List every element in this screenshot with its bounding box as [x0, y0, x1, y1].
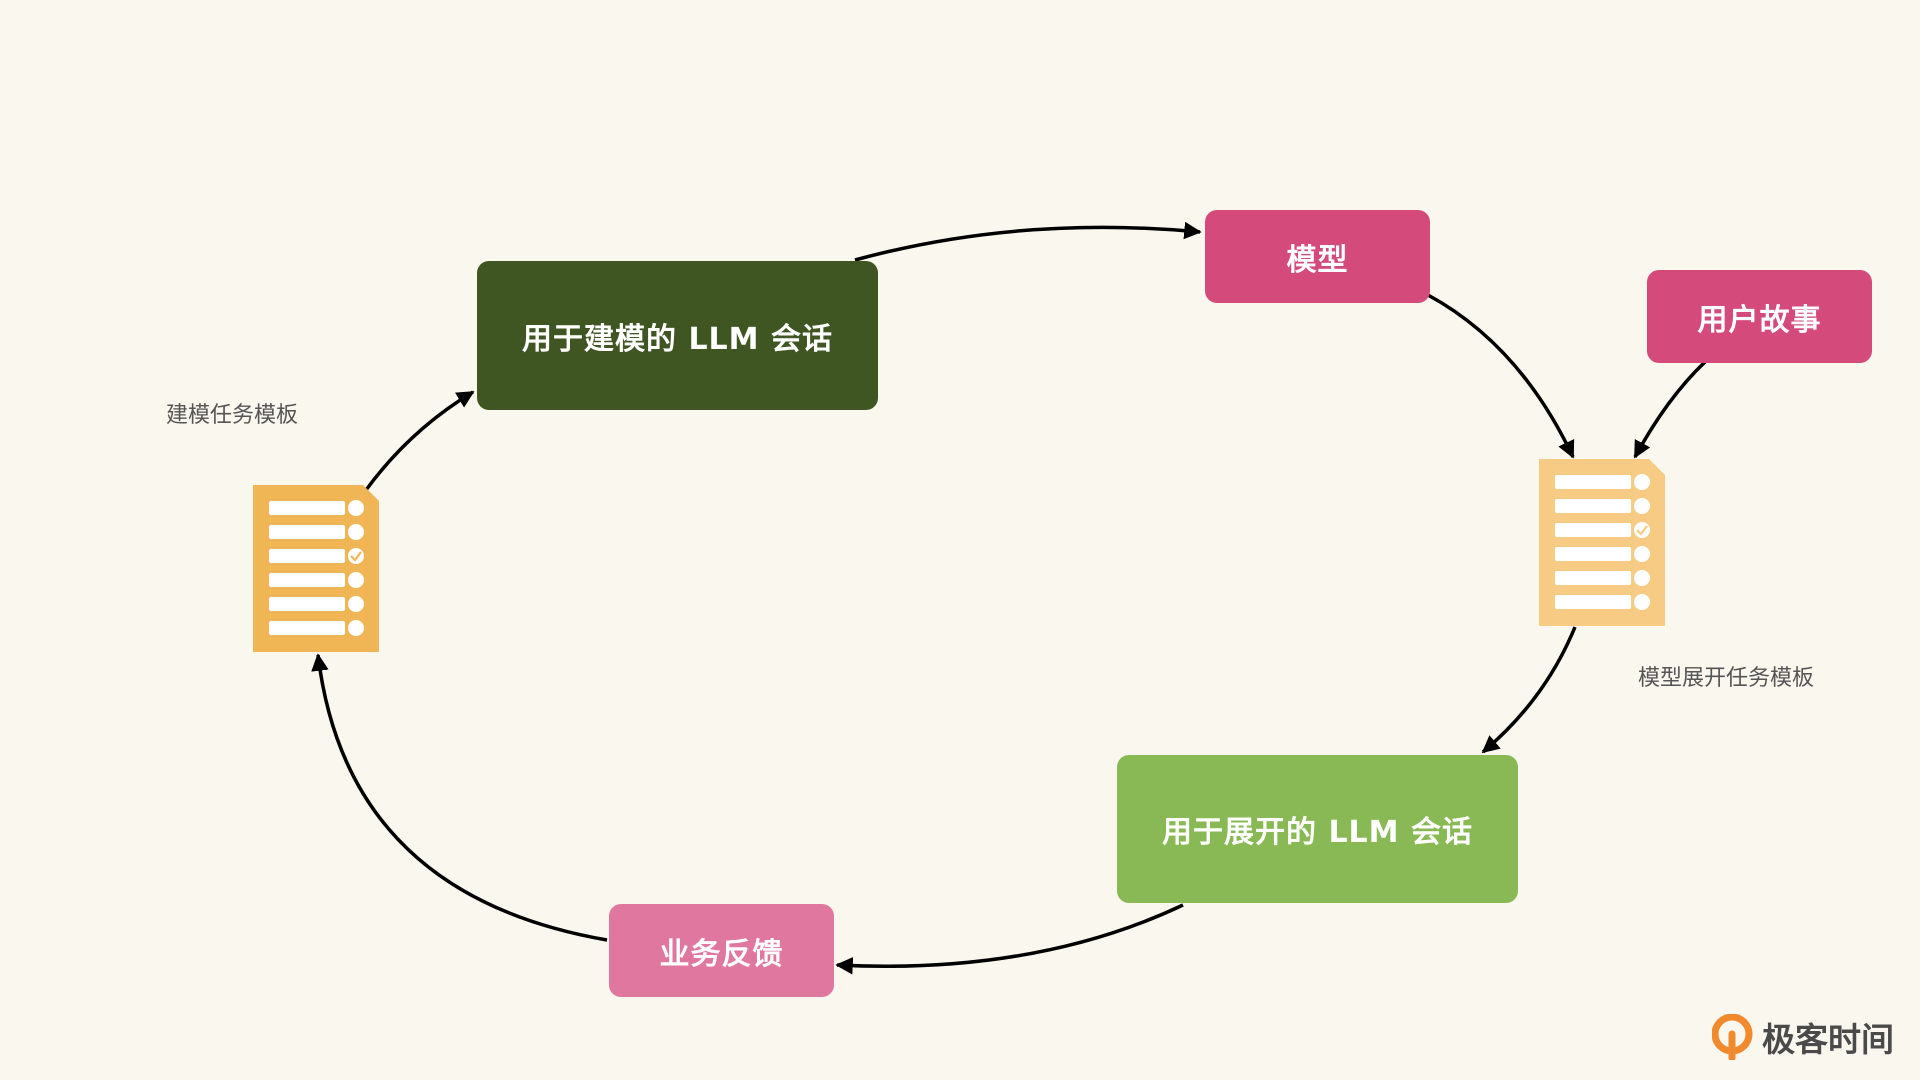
arrow-expand-template-to-llm-expand [1481, 626, 1577, 754]
llm-expand-session-node: 用于展开的 LLM 会话 [1117, 755, 1518, 903]
logo: 极客时间 [1712, 1012, 1907, 1062]
modeling-template-caption: 建模任务模板 [166, 403, 299, 428]
business-feedback-node: 业务反馈 [609, 904, 834, 997]
document-checklist-icon [253, 485, 379, 652]
user-story-label: 用户故事 [1697, 302, 1822, 338]
llm-modeling-session-node: 用于建模的 LLM 会话 [477, 261, 878, 410]
arrow-llm-expand-to-feedback [835, 903, 1184, 975]
arrow-modeling-template-to-llm-modeling [364, 390, 475, 492]
business-feedback-label: 业务反馈 [659, 936, 784, 972]
model-node: 模型 [1205, 210, 1430, 303]
model-label: 模型 [1286, 242, 1349, 278]
arrow-model-to-expand-template [1427, 293, 1575, 459]
document-checklist-icon [1539, 459, 1665, 626]
llm-modeling-session-label: 用于建模的 LLM 会话 [522, 321, 833, 357]
arrow-feedback-to-modeling-template [311, 653, 608, 942]
logo-icon [1712, 1014, 1753, 1060]
arrow-user-story-to-expand-template [1633, 360, 1707, 459]
logo-text: 极客时间 [1762, 1020, 1894, 1059]
llm-expand-session-label: 用于展开的 LLM 会话 [1162, 815, 1473, 850]
expand-template-caption: 模型展开任务模板 [1638, 666, 1815, 691]
user-story-node: 用户故事 [1647, 270, 1872, 363]
arrow-llm-modeling-to-model [854, 221, 1202, 262]
